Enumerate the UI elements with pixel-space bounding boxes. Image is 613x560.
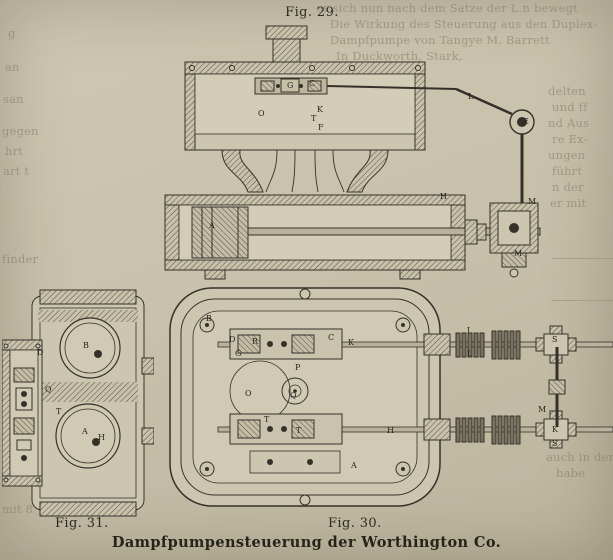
bleed-fragment: ungen	[548, 148, 586, 162]
bleed-fragment: re Ex-	[552, 132, 588, 146]
margin-rule-top	[552, 258, 613, 259]
bleed-fragment: hrt	[5, 144, 24, 158]
figure-caption: Dampfpumpensteuerung der Worthington Co.	[111, 534, 502, 551]
bleed-fragment: nd Aus	[548, 116, 590, 130]
fig29-engraving	[164, 25, 541, 280]
bleed-fragment: finder	[2, 252, 39, 266]
bleed-fragment: art t	[3, 164, 30, 178]
bleed-fragment: san	[3, 92, 24, 106]
fig31-engraving	[2, 289, 154, 517]
fig31-label: Fig. 31.	[55, 516, 109, 531]
fig30-label: Fig. 30.	[328, 516, 382, 531]
bleed-fragment: an	[5, 60, 20, 74]
bleed-fragment: führt	[552, 164, 583, 178]
bleed-fragment: gegen	[2, 124, 39, 138]
bleed-fragment: n der	[552, 180, 584, 194]
fig30-engraving	[169, 287, 613, 507]
bleed-fragment: er mit	[550, 196, 587, 210]
margin-rule-bottom	[552, 300, 613, 301]
bleed-fragment: und ff	[552, 100, 588, 114]
fig29-label: Fig. 29.	[285, 5, 339, 20]
bleed-fragment: g	[8, 26, 16, 40]
bleed-fragment: delten	[548, 84, 586, 98]
